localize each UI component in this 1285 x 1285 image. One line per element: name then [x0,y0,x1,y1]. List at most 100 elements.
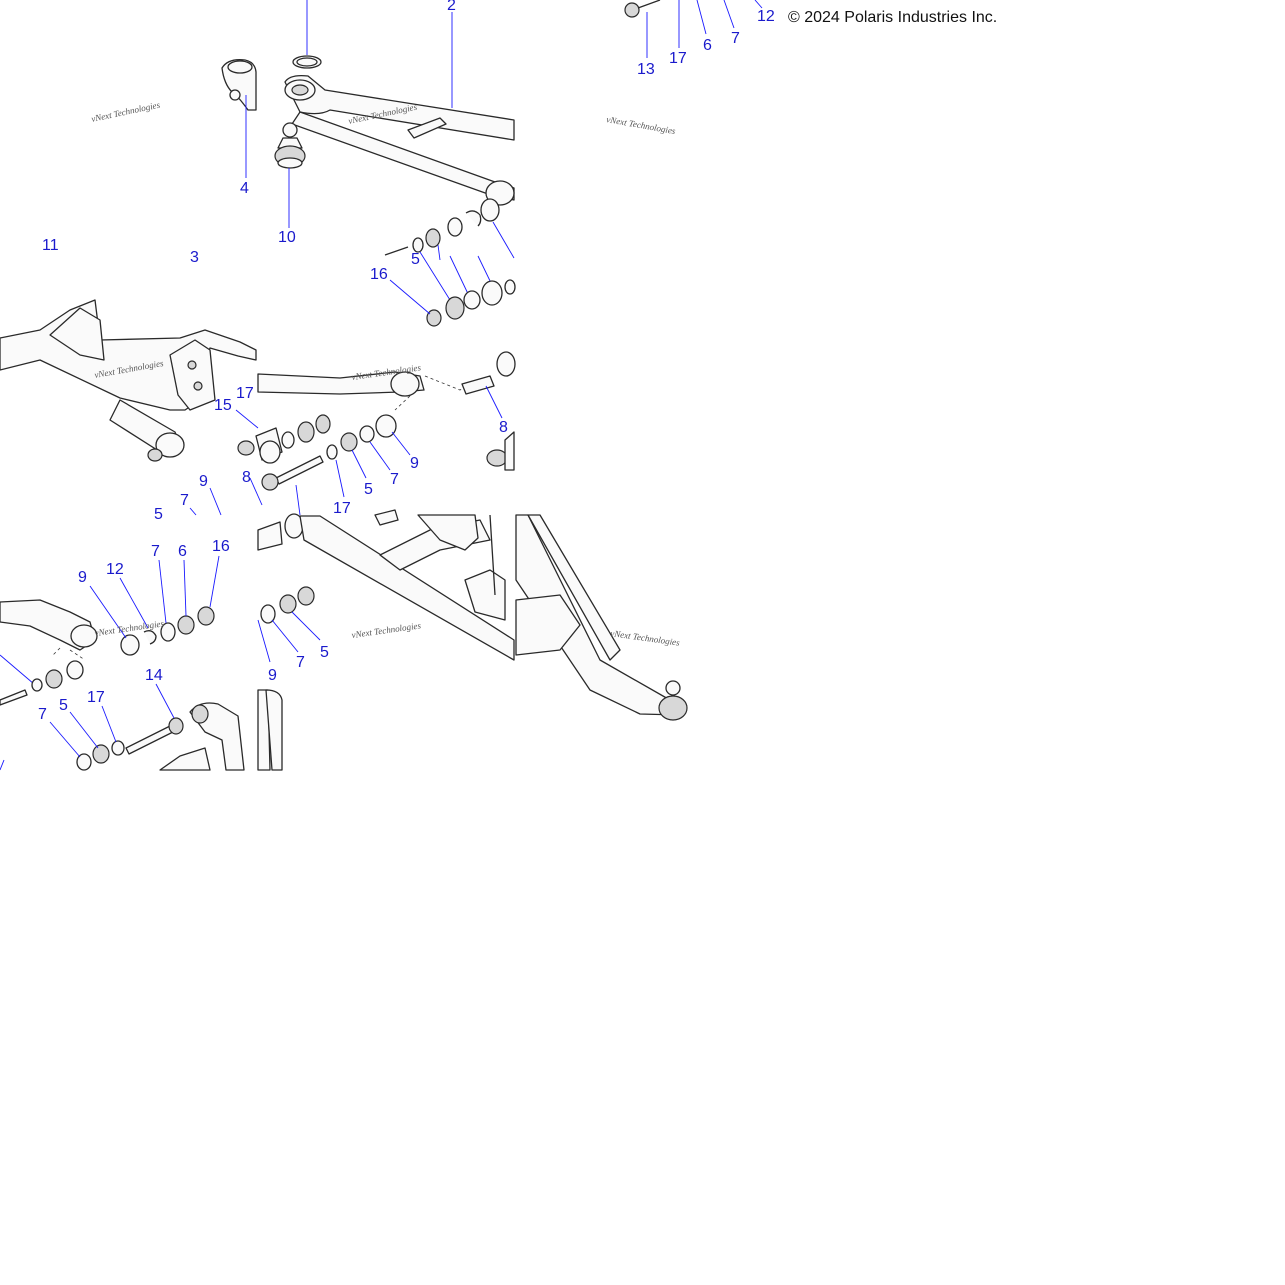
nut [197,606,215,626]
leader-line [69,711,99,749]
callout-number: 9 [78,569,87,586]
bolt-shank [125,725,174,755]
leader-line [89,585,127,639]
tile-middle-center: vNext Technologies [235,351,516,516]
pivot-nut [147,448,163,462]
callout-number: 10 [278,229,296,246]
washer [111,740,125,756]
leader-line [183,559,187,617]
callout-number: 6 [178,543,187,560]
ball-joint-ball [282,122,298,138]
callout-number: 4 [240,180,249,197]
tile-bottom-center: vNext Technologies [257,509,515,771]
bushing [340,432,358,452]
leader-line [389,279,431,315]
callout-number: 17 [669,50,687,67]
leader-line [696,0,707,35]
lower-arm-gusset [464,569,506,621]
ring [66,660,84,680]
upper-a-arm-tube [284,74,515,141]
svg-text:vNext Technologies: vNext Technologies [351,620,422,640]
mount-hole [187,360,197,370]
svg-text:vNext Technologies: vNext Technologies [90,100,161,124]
callout-number: 5 [154,506,163,523]
svg-text:vNext Technologies: vNext Technologies [610,628,681,648]
leader-line [369,441,391,471]
leader-line [257,619,271,663]
leader-line [209,487,222,516]
callout-number: 12 [757,8,775,25]
upper-a-arm-boss-hole [291,84,309,96]
rear-arm-pivot [70,624,98,648]
frame-tube-edge [489,514,496,596]
washer [412,237,424,253]
leader-line [419,251,451,301]
bushing [445,296,465,320]
leader-line [492,221,515,259]
callout-number: 16 [370,266,388,283]
sleeve [480,198,500,222]
callout-number: 7 [180,492,189,509]
washer [326,444,338,460]
bracket-bushing [191,704,209,724]
callout-number: 9 [268,667,277,684]
svg-text:vNext Technologies: vNext Technologies [606,114,677,136]
leader-line [189,507,197,516]
watermark: vNext Technologies [606,114,677,136]
ring [447,217,463,237]
lower-a-arm-pivot [155,432,185,458]
pin-sleeve [257,521,283,551]
leader-line [249,477,263,506]
nut [426,309,442,327]
leader-line [291,611,321,641]
callout-number: 3 [190,249,199,266]
bolt-shank [0,689,28,706]
leader-line [477,255,493,286]
washer [281,431,295,449]
bushing [315,414,331,434]
callout-number: 15 [214,397,232,414]
knuckle-cap-top [227,60,253,74]
washer [31,678,43,692]
mount-hole [193,381,203,391]
callout-number: 14 [145,667,163,684]
callout-number: 5 [411,251,420,268]
flange-bolt-shank [637,0,661,9]
bushing [297,421,315,443]
bolt-tip [384,246,409,256]
arm-tube [257,371,425,395]
washer [463,290,481,310]
nut [486,449,508,467]
lower-a-arm-bracket [49,307,105,361]
ring [260,604,276,624]
leader-line [485,385,503,419]
callout-number: 5 [320,644,329,661]
upper-a-arm-gusset [407,117,447,139]
callout-number: 17 [333,500,351,517]
frame-tube [265,689,283,771]
callout-number: 7 [296,654,305,671]
flange-nut [237,440,255,456]
leader-line [754,0,763,9]
callout-labels: 2 13 17 6 7 12 4 10 11 3 5 16 15 17 8 9 … [38,0,775,723]
leader-line [335,459,345,498]
callout-number: 5 [59,697,68,714]
lower-arm-bracket [417,514,479,551]
bolt-head [261,473,279,491]
ring [359,425,375,443]
leader-line [158,559,167,624]
bolt-head [168,717,184,735]
bushing [177,615,195,635]
callout-number: 2 [447,0,456,14]
arm-end [504,431,515,471]
callout-number: 17 [236,385,254,402]
washer [76,753,92,771]
tile-top-right: vNext Technologies [606,0,763,136]
front-a-arm-brace [515,594,581,656]
leader-line [0,759,5,771]
sleeve-pin [461,375,495,395]
leader-line [295,484,301,516]
callout-number: 17 [87,689,105,706]
leader-line [449,255,471,299]
